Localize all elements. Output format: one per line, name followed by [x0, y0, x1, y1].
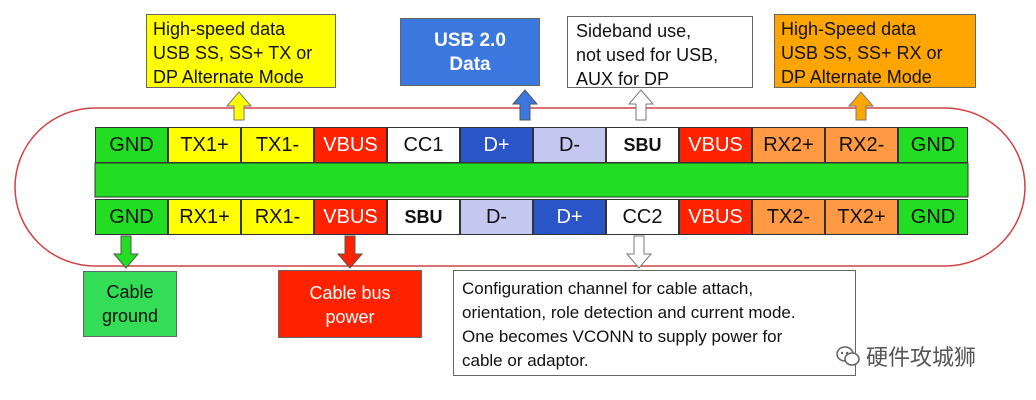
callout-ground: Cable ground	[83, 271, 177, 337]
arrow-down-white	[625, 235, 653, 269]
arrow-up-orange	[847, 91, 875, 121]
bottom-pin-tx2-minus: TX2-	[752, 199, 825, 235]
callout-sideband-line1: Sideband use,	[576, 21, 692, 41]
top-pin-cc1: CC1	[387, 127, 460, 163]
arrow-up-white	[627, 89, 655, 121]
top-pin-vbus: VBUS	[314, 127, 387, 163]
top-pin-tx1-minus: TX1-	[241, 127, 314, 163]
callout-cc-line2: orientation, role detection and current …	[462, 303, 796, 322]
top-pin-rx2-minus: RX2-	[825, 127, 898, 163]
top-pin-sbu: SBU	[606, 127, 679, 163]
wechat-icon	[836, 346, 860, 366]
callout-usb20-line1: USB 2.0	[434, 30, 506, 51]
callout-sideband-line2: not used for USB,	[576, 45, 719, 65]
top-pin-rx2-plus: RX2+	[752, 127, 825, 163]
callout-hs-rx-line3: DP Alternate Mode	[781, 67, 932, 87]
bottom-pin-vbus: VBUS	[679, 199, 752, 235]
callout-cc-line3: One becomes VCONN to supply power for	[462, 327, 783, 346]
callout-hs-tx: High-speed data USB SS, SS+ TX or DP Alt…	[146, 14, 336, 88]
green-band	[94, 162, 969, 198]
arrow-down-red	[336, 235, 364, 269]
callout-hs-tx-line2: USB SS, SS+ TX or	[153, 43, 313, 63]
bottom-pin-rx1-plus: RX1+	[168, 199, 241, 235]
bottom-pin-d-plus: D+	[533, 199, 606, 235]
bottom-pin-rx1-minus: RX1-	[241, 199, 314, 235]
bottom-pin-gnd: GND	[898, 199, 968, 235]
bottom-pin-cc2: CC2	[606, 199, 679, 235]
top-pin-vbus: VBUS	[679, 127, 752, 163]
bottom-pin-d-minus: D-	[460, 199, 533, 235]
callout-bus-power-line1: Cable bus	[309, 283, 391, 303]
arrow-down-green	[112, 235, 140, 269]
callout-bus-power: Cable bus power	[278, 270, 422, 338]
callout-ground-line2: ground	[101, 306, 159, 326]
callout-sideband-line3: AUX for DP	[576, 69, 670, 89]
callout-bus-power-line2: power	[325, 307, 375, 327]
callout-hs-rx-line2: USB SS, SS+ RX or	[781, 43, 943, 63]
top-pin-tx1-plus: TX1+	[168, 127, 241, 163]
top-pin-gnd: GND	[898, 127, 968, 163]
bottom-pin-vbus: VBUS	[314, 199, 387, 235]
callout-sideband: Sideband use, not used for USB, AUX for …	[567, 16, 753, 89]
top-pin-d-minus: D-	[533, 127, 606, 163]
watermark: 硬件攻城狮	[836, 340, 976, 372]
callout-hs-rx: High-Speed data USB SS, SS+ RX or DP Alt…	[774, 14, 976, 88]
callout-usb20-line2: Data	[449, 54, 491, 75]
callout-usb20: USB 2.0 Data	[400, 18, 540, 86]
callout-hs-rx-line1: High-Speed data	[781, 19, 917, 39]
bottom-pin-gnd: GND	[95, 199, 168, 235]
top-pin-gnd: GND	[95, 127, 168, 163]
bottom-pin-sbu: SBU	[387, 199, 460, 235]
callout-cc-line4: cable or adaptor.	[462, 351, 589, 370]
callout-ground-line1: Cable	[106, 282, 154, 302]
callout-cc-line1: Configuration channel for cable attach,	[462, 279, 754, 298]
arrow-up-yellow	[225, 91, 253, 121]
callout-hs-tx-line1: High-speed data	[153, 19, 286, 39]
callout-cc: Configuration channel for cable attach, …	[453, 270, 856, 376]
top-pin-d-plus: D+	[460, 127, 533, 163]
bottom-pin-tx2-plus: TX2+	[825, 199, 898, 235]
callout-hs-tx-line3: DP Alternate Mode	[153, 67, 304, 87]
arrow-up-blue	[511, 89, 539, 121]
watermark-text: 硬件攻城狮	[866, 345, 977, 370]
